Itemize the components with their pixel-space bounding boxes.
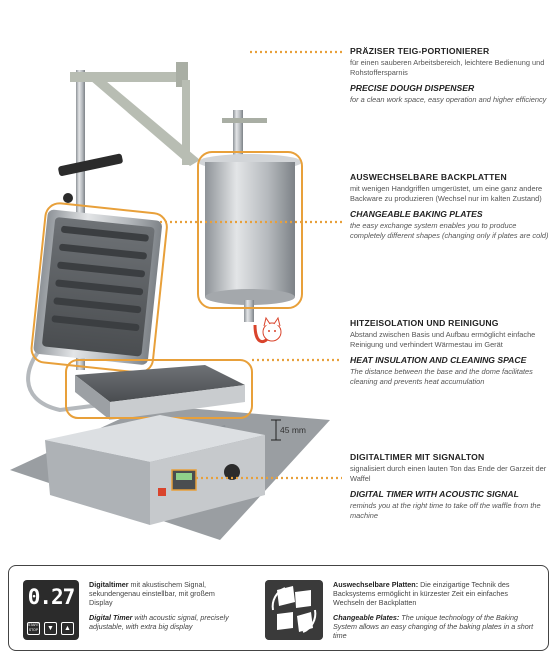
info-box: 0.27 START STOP ▼ ▲ Digitaltimer mit aku… bbox=[8, 565, 549, 651]
feature-body-de: Abstand zwischen Basis und Aufbau ermögl… bbox=[350, 330, 536, 349]
dispenser-highlight bbox=[197, 151, 303, 309]
plates-bold: Auswechselbare Platten: bbox=[333, 580, 419, 589]
waffle-machine-illustration bbox=[10, 50, 342, 540]
arm-upper bbox=[70, 72, 180, 82]
cat-mascot-icon bbox=[262, 316, 282, 342]
dispenser-lever bbox=[222, 118, 267, 123]
timer-en-bold: Digital Timer bbox=[89, 612, 133, 622]
feature-title-en: HEAT INSULATION AND CLEANING SPACE bbox=[350, 355, 527, 366]
timer-description: Digitaltimer mit akustischem Signal, sek… bbox=[89, 580, 239, 631]
timer-down-button: ▼ bbox=[44, 622, 57, 635]
upper-plate bbox=[33, 209, 162, 365]
knob-side bbox=[63, 193, 73, 203]
dispenser-nozzle bbox=[244, 300, 254, 322]
feature-title-en: CHANGEABLE BAKING PLATES bbox=[350, 209, 483, 220]
feature-dough-dispenser: PRÄZISER TEIG-PORTIONIERER für einen sau… bbox=[350, 46, 550, 105]
timer-panel-screen bbox=[176, 473, 192, 480]
feature-body-de: signalisiert durch einen lauten Ton das … bbox=[350, 464, 547, 483]
feature-baking-plates: AUSWECHSELBARE BACKPLATTEN mit wenigen H… bbox=[350, 172, 550, 240]
feature-heat-insulation: HITZEISOLATION UND REINIGUNG Abstand zwi… bbox=[350, 318, 550, 386]
timer-de: mit akustischem Signal, sekundengenau ei… bbox=[89, 580, 215, 608]
lower-plate-rim bbox=[75, 375, 110, 420]
timer-en: with acoustic signal, precisely adjustab… bbox=[89, 612, 229, 631]
plates-en-bold: Changeable Plates: bbox=[333, 612, 400, 622]
plates-description: Auswechselbare Platten: Die einzigartige… bbox=[333, 580, 539, 640]
timer-up-button: ▲ bbox=[61, 622, 74, 635]
base-top bbox=[45, 415, 265, 462]
base-side bbox=[150, 435, 265, 525]
digital-timer-icon: 0.27 START STOP ▼ ▲ bbox=[23, 580, 79, 640]
timer-display: 0.27 bbox=[27, 585, 76, 609]
timer-bold: Digitaltimer bbox=[89, 580, 129, 589]
feature-title-en: DIGITAL TIMER WITH ACOUSTIC SIGNAL bbox=[350, 489, 519, 500]
feature-body-en: reminds you at the right time to take of… bbox=[350, 501, 541, 520]
feature-digital-timer: DIGITALTIMER MIT SIGNALTON signalisiert … bbox=[350, 452, 550, 520]
power-switch bbox=[158, 488, 166, 496]
feature-body-en: the easy exchange system enables you to … bbox=[350, 221, 549, 240]
feature-title-de: AUSWECHSELBARE BACKPLATTEN bbox=[350, 172, 507, 182]
feature-body-de: für einen sauberen Arbeitsbereich, leich… bbox=[350, 58, 545, 77]
plate-highlight bbox=[30, 202, 168, 374]
feature-body-de: mit wenigen Handgriffen umgerüstet, um e… bbox=[350, 184, 543, 203]
arm-diagonal bbox=[90, 76, 200, 166]
feature-title-de: HITZEISOLATION UND REINIGUNG bbox=[350, 318, 499, 328]
dimension-label: 45 mm bbox=[280, 425, 306, 435]
feature-title-de: DIGITALTIMER MIT SIGNALTON bbox=[350, 452, 485, 462]
handle bbox=[58, 153, 123, 176]
timer-start-stop-button: START STOP bbox=[27, 622, 40, 635]
dispenser-bottom bbox=[205, 289, 295, 305]
feature-body-en: The distance between the base and the do… bbox=[350, 367, 533, 386]
lower-plate bbox=[75, 365, 245, 402]
feature-title-en: PRECISE DOUGH DISPENSER bbox=[350, 83, 475, 94]
base-front bbox=[45, 440, 150, 525]
lower-plate-front bbox=[110, 385, 245, 420]
feature-title-de: PRÄZISER TEIG-PORTIONIERER bbox=[350, 46, 490, 56]
dimension-marker bbox=[271, 419, 281, 441]
changeable-plates-icon bbox=[265, 580, 323, 640]
control-dial bbox=[224, 464, 240, 480]
feature-body-en: for a clean work space, easy operation a… bbox=[350, 95, 547, 105]
dispenser-plunger bbox=[233, 110, 243, 160]
plates-en: The unique technology of the Baking Syst… bbox=[333, 612, 534, 641]
arm-drop bbox=[182, 80, 190, 165]
plates-de: Die einzigartige Technik des Backsystems… bbox=[333, 580, 510, 608]
dispenser-body bbox=[205, 162, 295, 297]
